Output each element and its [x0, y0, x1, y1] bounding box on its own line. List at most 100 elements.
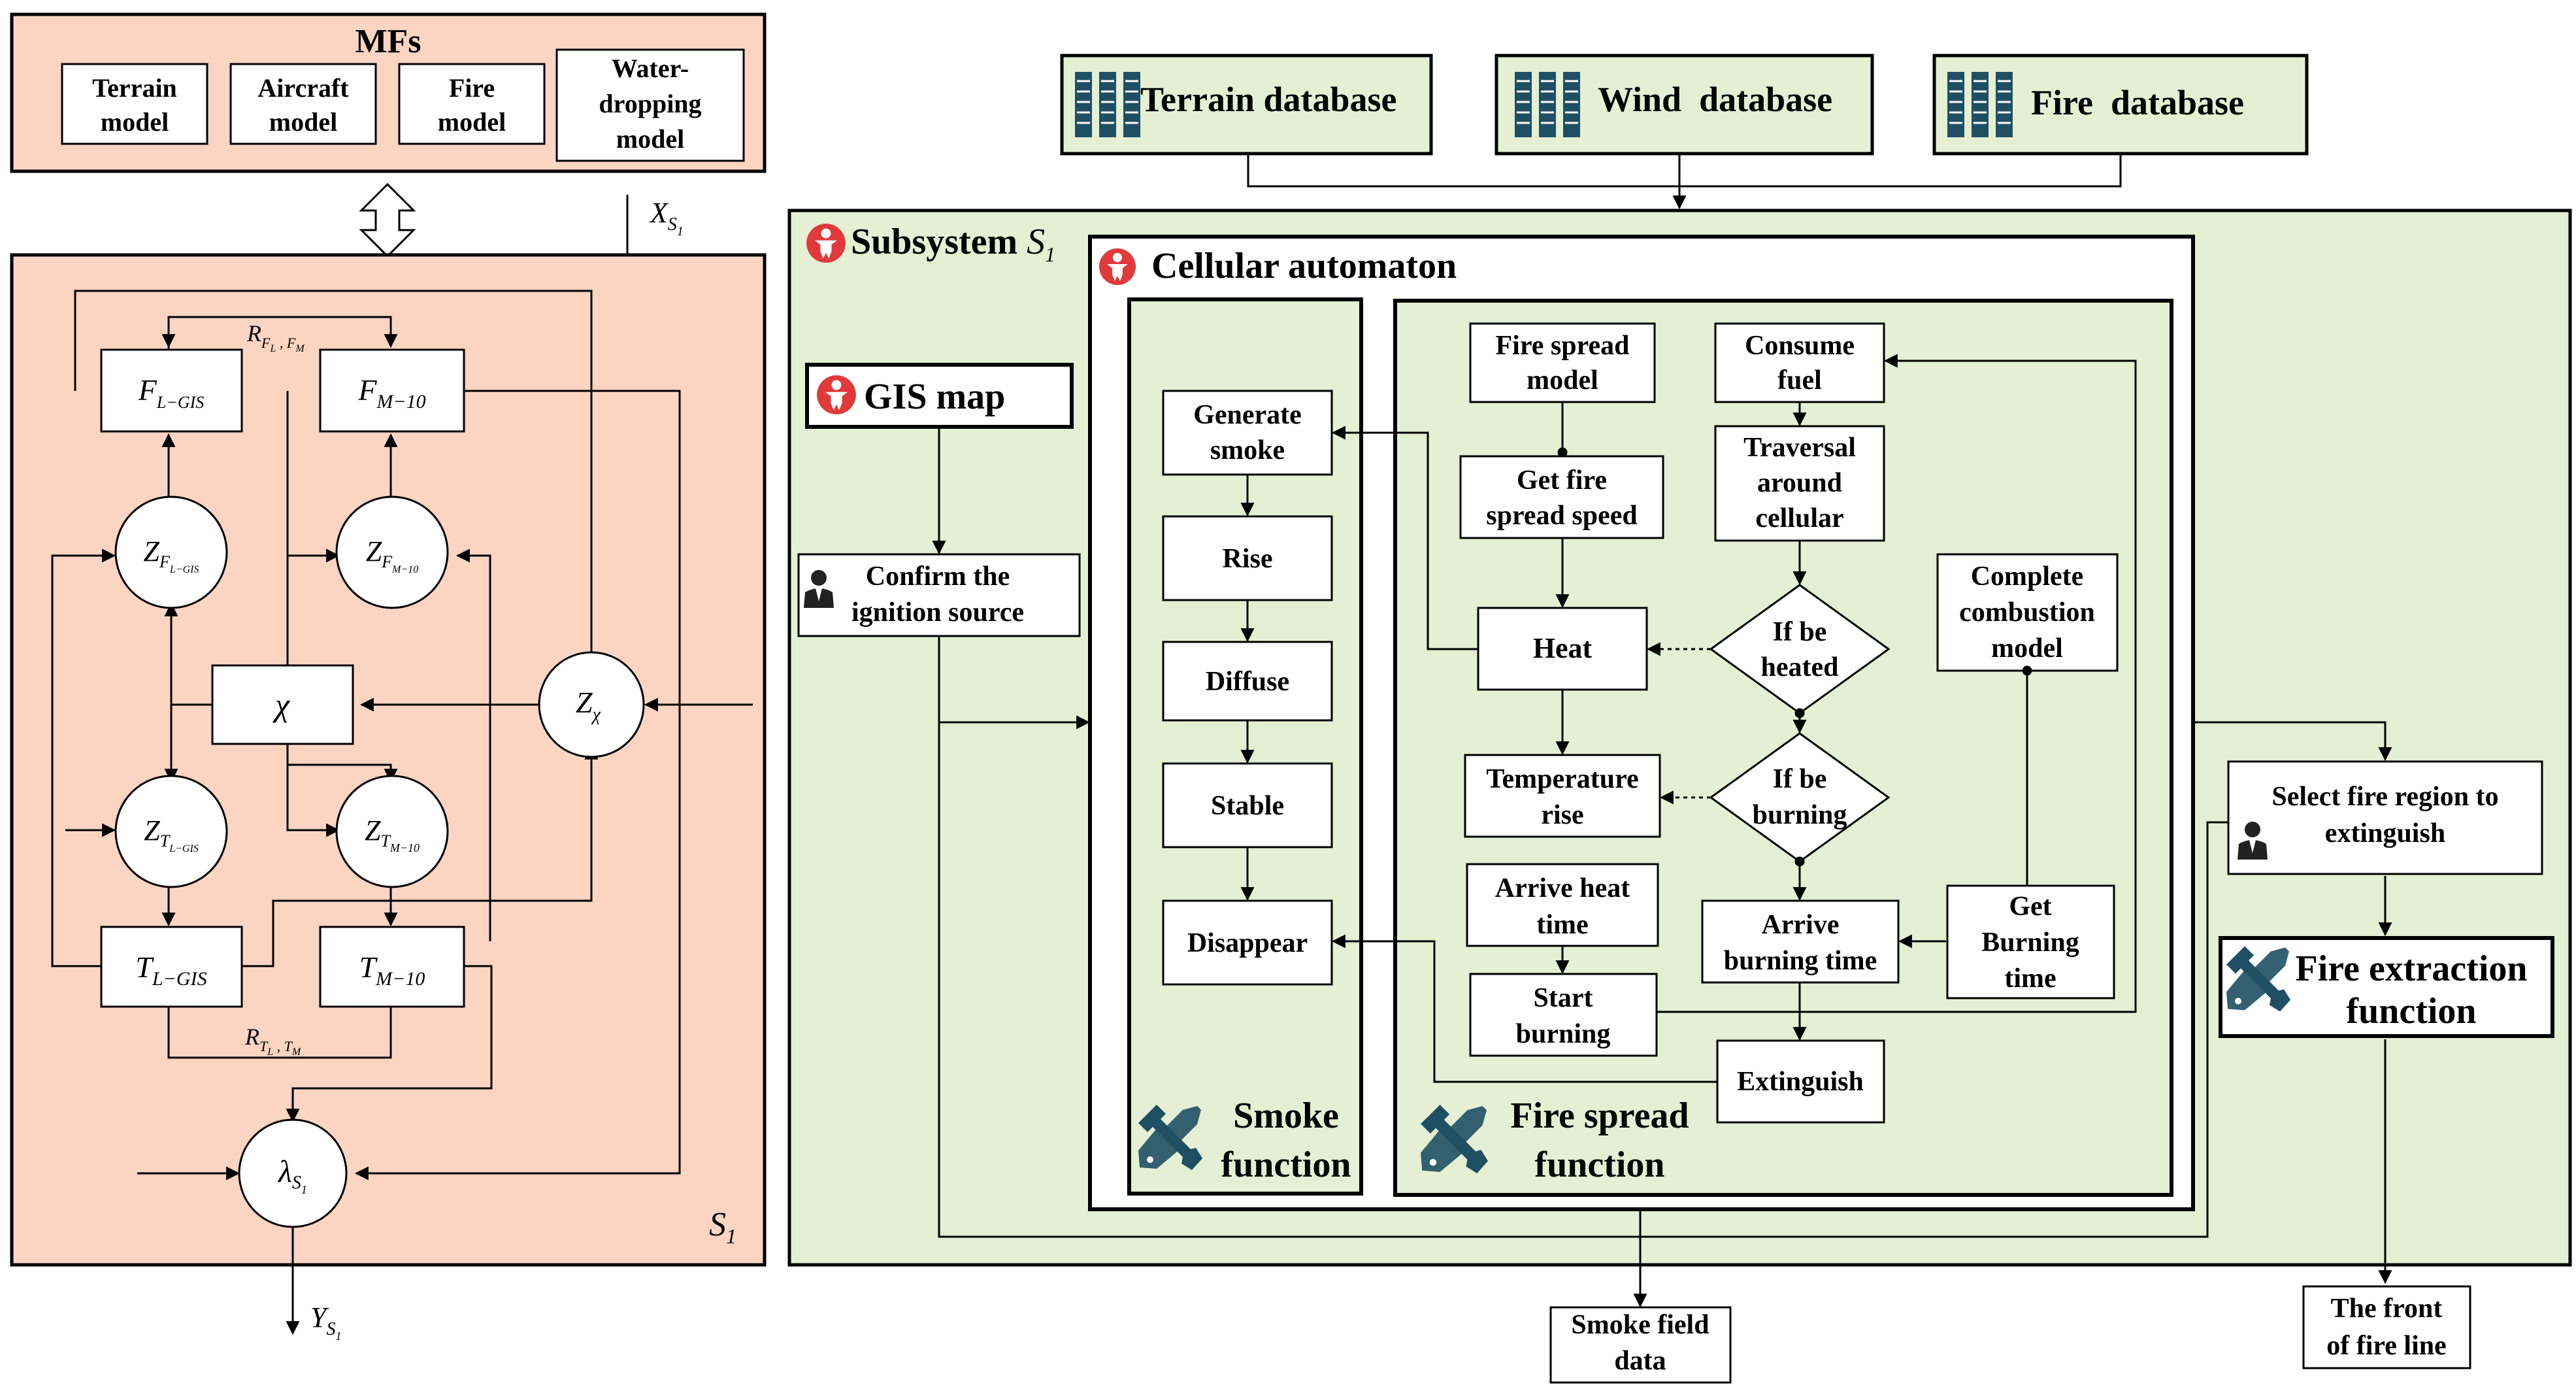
svg-text:TM−10: TM−10 — [359, 950, 425, 990]
extinguish-box: Extinguish — [1716, 1039, 1885, 1124]
f-m10-box: FM−10 — [319, 348, 465, 433]
svg-text:Fire extraction: Fire extraction — [2295, 948, 2527, 989]
subsystem-panel: Subsystem S1 GIS map Confirm the ignitio… — [787, 209, 2572, 1308]
gis-badge-icon — [817, 375, 856, 414]
z-chi-node: Zχ — [538, 651, 645, 758]
smoke-field-output: Smoke field data — [1549, 1306, 1732, 1384]
front-fire-line-output: The front of fire line — [2302, 1285, 2471, 1369]
f-lgis-box: FL−GIS — [100, 348, 243, 433]
double-arrow-icon — [359, 182, 416, 258]
databases: Terrain database Wind database Fire data… — [1060, 54, 2309, 210]
svg-text:Disappear: Disappear — [1187, 928, 1308, 958]
svg-text:TL−GIS: TL−GIS — [135, 950, 206, 990]
smoke-function-label-1: Smoke — [1233, 1096, 1339, 1136]
svg-text:Burning: Burning — [1981, 928, 2079, 958]
smoke-step-disappear: Disappear — [1162, 899, 1333, 986]
svg-text:If be: If be — [1773, 617, 1827, 647]
svg-text:Fire spread: Fire spread — [1496, 331, 1630, 361]
svg-text:combustion: combustion — [1959, 597, 2095, 628]
svg-text:Heat: Heat — [1533, 632, 1593, 664]
arrive-heat-time-box: Arrive heat time — [1466, 863, 1659, 947]
mfs-title: MFs — [355, 23, 421, 60]
svg-text:smoke: smoke — [1210, 435, 1285, 465]
aircraft-model-label-2: model — [269, 107, 337, 137]
z-fm10-node: ZFM−10 — [335, 495, 449, 609]
smoke-step-diffuse: Diffuse — [1162, 641, 1333, 722]
svg-text:Get: Get — [2009, 892, 2051, 922]
get-fire-speed-box: Get fire spread speed — [1459, 455, 1664, 539]
svg-text:Extinguish: Extinguish — [1737, 1067, 1864, 1097]
svg-text:around: around — [1757, 468, 1842, 498]
svg-text:Start: Start — [1534, 983, 1593, 1013]
svg-text:ZTM−10: ZTM−10 — [365, 814, 420, 854]
svg-text:Diffuse: Diffuse — [1206, 667, 1289, 697]
r-t-label: RTL , TM — [244, 1024, 302, 1058]
svg-text:heated: heated — [1761, 652, 1839, 682]
svg-text:burning: burning — [1753, 800, 1847, 830]
panel-label: S1 — [709, 1206, 736, 1248]
r-f-label: RFL , FM — [246, 320, 305, 354]
svg-text:ZFM−10: ZFM−10 — [366, 535, 419, 575]
complete-combustion-box: Complete combustion model — [1936, 553, 2119, 672]
fire-spread-function-label-1: Fire spread — [1510, 1096, 1689, 1136]
svg-text:spread speed: spread speed — [1486, 501, 1637, 531]
svg-text:FM−10: FM−10 — [357, 373, 425, 412]
x-input-arrow: XS1 — [620, 195, 684, 299]
t-lgis-box: TL−GIS — [100, 926, 243, 1008]
water-dropping-model-box: Water- dropping model — [555, 48, 745, 162]
terrain-database: Terrain database — [1060, 54, 1433, 156]
smoke-step-generate: Generate smoke — [1162, 390, 1333, 476]
confirm-ignition-box: Confirm the ignition source — [797, 553, 1081, 637]
svg-text:model: model — [1991, 633, 2063, 663]
traversal-box: Traversal around cellular — [1714, 425, 1885, 542]
smoke-function-label-2: function — [1221, 1145, 1351, 1185]
svg-text:Get fire: Get fire — [1517, 465, 1607, 495]
svg-text:Arrive heat: Arrive heat — [1495, 873, 1630, 903]
y-output-label: YS1 — [310, 1301, 341, 1343]
confirm-label-1: Confirm the — [866, 561, 1010, 592]
subsystem-title: Subsystem S1 — [851, 222, 1055, 266]
smoke-step-rise: Rise — [1162, 515, 1333, 601]
database-icon — [1947, 71, 2013, 139]
svg-text:time: time — [2004, 964, 2056, 994]
mfs-panel: MFs Terrain model Aircraft model Fire mo… — [10, 12, 767, 173]
svg-text:Generate: Generate — [1193, 400, 1302, 430]
water-model-label-3: model — [616, 124, 684, 154]
x-input-label: XS1 — [649, 197, 684, 239]
aircraft-model-box: Aircraft model — [229, 63, 377, 145]
fire-spread-function-label-2: function — [1534, 1145, 1664, 1185]
svg-text:Temperature: Temperature — [1486, 764, 1638, 794]
terrain-database-label: Terrain database — [1140, 80, 1397, 119]
svg-text:FL−GIS: FL−GIS — [138, 373, 205, 412]
fire-model-label-2: model — [438, 107, 506, 137]
ca-title: Cellular automaton — [1151, 246, 1457, 286]
svg-text:ZTL−GIS: ZTL−GIS — [144, 814, 199, 854]
terrain-model-label: Terrain — [92, 73, 177, 103]
svg-text:χ: χ — [272, 686, 291, 723]
svg-text:Stable: Stable — [1211, 791, 1284, 821]
svg-text:time: time — [1536, 910, 1588, 940]
fire-database-label: Fire database — [2031, 83, 2244, 122]
heat-box: Heat — [1477, 607, 1648, 691]
svg-text:burning: burning — [1516, 1019, 1611, 1049]
lambda-node: λS1 — [238, 1118, 348, 1228]
terrain-model-label-2: model — [101, 107, 169, 137]
svg-text:The front: The front — [2331, 1294, 2443, 1324]
svg-text:cellular: cellular — [1755, 503, 1843, 533]
svg-text:Traversal: Traversal — [1743, 433, 1856, 463]
smoke-step-stable: Stable — [1162, 762, 1333, 848]
svg-text:Complete: Complete — [1971, 561, 2084, 592]
database-icon — [1515, 71, 1580, 139]
svg-text:Consume: Consume — [1745, 331, 1855, 361]
start-burning-box: Start burning — [1469, 973, 1658, 1057]
svg-text:rise: rise — [1541, 800, 1583, 830]
svg-text:Smoke field: Smoke field — [1571, 1310, 1709, 1340]
svg-text:model: model — [1527, 365, 1598, 395]
fire-model-label: Fire — [449, 73, 495, 103]
aircraft-model-label: Aircraft — [257, 73, 349, 103]
water-model-label: Water- — [612, 54, 689, 83]
if-burning-diamond: If be burning — [1709, 732, 1891, 863]
fire-extraction-box: Fire extraction function — [2219, 936, 2554, 1038]
svg-text:data: data — [1614, 1346, 1666, 1376]
get-burning-time-box: Get Burning time — [1946, 884, 2115, 999]
